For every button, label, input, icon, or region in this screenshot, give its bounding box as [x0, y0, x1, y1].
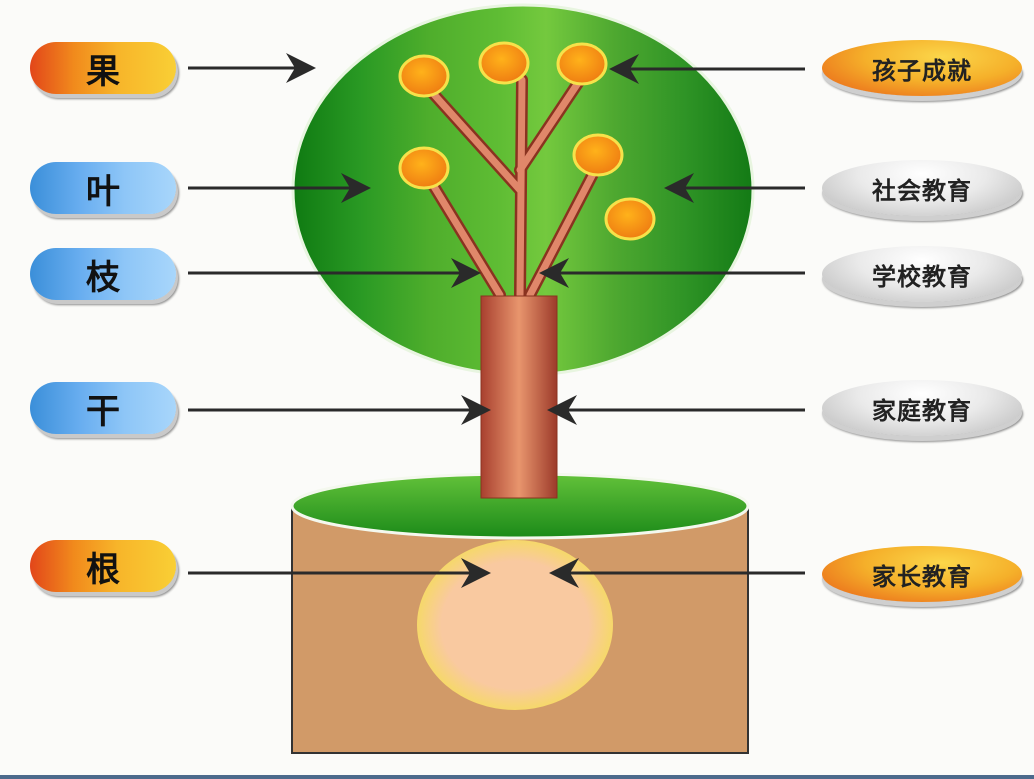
tree-branches [424, 74, 601, 301]
label-school-education: 学校教育 [822, 246, 1022, 302]
fruit-5 [572, 133, 624, 177]
fruit-1 [398, 54, 450, 98]
label-parent-education-text: 家长教育 [872, 561, 972, 591]
fruit-2 [478, 41, 530, 85]
bottom-bar [0, 775, 1034, 779]
label-family-education: 家庭教育 [822, 380, 1022, 436]
label-branch: 枝 [30, 248, 176, 300]
fruit-4 [398, 146, 450, 190]
label-branch-text: 枝 [86, 257, 120, 298]
label-parent-education: 家长教育 [822, 546, 1022, 602]
label-fruit-text: 果 [86, 51, 120, 92]
label-trunk-text: 干 [86, 391, 120, 432]
fruit-3 [556, 42, 608, 86]
label-school-education-text: 学校教育 [872, 261, 972, 291]
fruit-6 [604, 197, 656, 241]
label-social-education-text: 社会教育 [872, 175, 972, 205]
label-leaf-text: 叶 [86, 171, 120, 212]
arrows [188, 53, 805, 588]
tree-trunk [480, 295, 558, 499]
label-trunk: 干 [30, 382, 176, 434]
label-social-education: 社会教育 [822, 160, 1022, 216]
soil-pot [291, 507, 749, 754]
label-root: 根 [30, 540, 176, 592]
label-root-text: 根 [86, 549, 120, 590]
root-glow [417, 540, 613, 710]
label-child-achievement: 孩子成就 [822, 40, 1022, 96]
fruits [398, 41, 656, 241]
label-family-education-text: 家庭教育 [872, 395, 972, 425]
label-child-achievement-text: 孩子成就 [872, 55, 972, 85]
label-fruit: 果 [30, 42, 176, 94]
label-leaf: 叶 [30, 162, 176, 214]
